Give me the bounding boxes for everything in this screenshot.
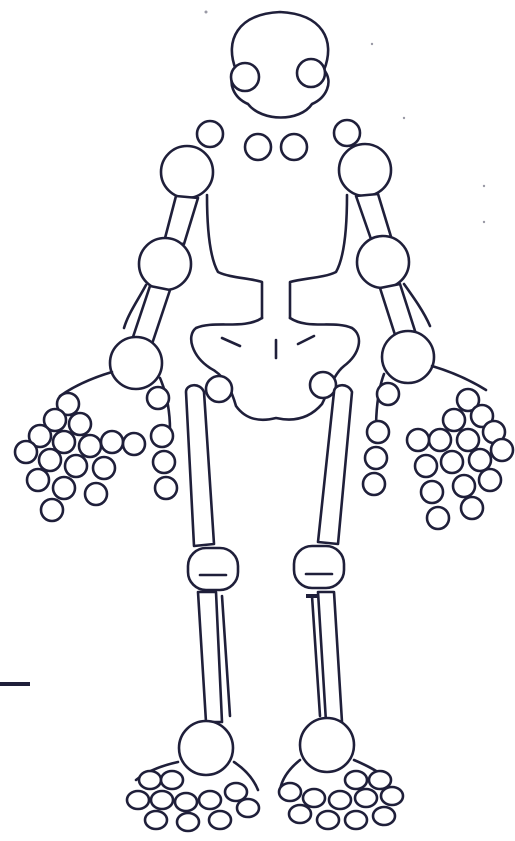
hand-joint: [123, 433, 145, 455]
hand-joint: [367, 421, 389, 443]
hand-joint: [27, 469, 49, 491]
humerus-left: [356, 194, 392, 242]
hand-joint: [93, 457, 115, 479]
shoulder-joint-right: [161, 146, 213, 198]
foot-joint: [289, 805, 311, 823]
shoulder-joint-left: [339, 144, 391, 196]
hand-joint: [421, 481, 443, 503]
hand-joint: [429, 429, 451, 451]
foot-joint: [345, 811, 367, 829]
wrist-joint-right: [110, 337, 162, 389]
hand-joint: [457, 429, 479, 451]
knee-joint-left: [294, 546, 344, 588]
hand-joint: [441, 451, 463, 473]
hand-joint: [407, 429, 429, 451]
sternoclavicular-joint-right: [245, 134, 271, 160]
fibula-right: [222, 596, 230, 716]
hand-joint: [41, 499, 63, 521]
scan-speck: [483, 221, 485, 223]
foot-joint: [225, 783, 247, 801]
elbow-joint-left: [357, 236, 409, 288]
scan-speck: [205, 11, 208, 14]
hand-joint: [15, 441, 37, 463]
forearm-right: [132, 286, 170, 344]
femur-left: [318, 385, 352, 544]
torso-right-outline: [207, 195, 262, 318]
hand-joint: [155, 477, 177, 499]
jaw-joint-right: [231, 63, 259, 91]
knee-joint-right: [188, 548, 238, 590]
left-hand-joints: [363, 383, 513, 529]
jaw-joint-left: [297, 59, 325, 87]
hand-joint: [153, 451, 175, 473]
foot-joint: [127, 791, 149, 809]
hand-joint: [39, 449, 61, 471]
pelvis-detail-right: [222, 338, 240, 346]
hand-joint: [101, 431, 123, 453]
sternoclavicular-joint-left: [281, 134, 307, 160]
humerus-right: [164, 196, 198, 244]
hand-joint: [365, 447, 387, 469]
hand-joint: [69, 413, 91, 435]
foot-joint: [199, 791, 221, 809]
hand-joint: [453, 475, 475, 497]
foot-joint: [355, 789, 377, 807]
foot-joint: [279, 783, 301, 801]
hand-joint: [79, 435, 101, 457]
hand-joint: [65, 455, 87, 477]
hand-joint: [415, 455, 437, 477]
head: [231, 12, 328, 118]
foot-joint: [161, 771, 183, 789]
ankle-joint-left: [300, 718, 354, 772]
foot-joint: [329, 791, 351, 809]
tibia-right: [198, 592, 222, 722]
hand-joint: [469, 449, 491, 471]
hand-joint: [461, 497, 483, 519]
clavicle-joints: [197, 120, 360, 160]
scan-speck: [371, 43, 373, 45]
wrist-joint-left: [382, 331, 434, 383]
hand-joint: [363, 473, 385, 495]
foot-joint: [317, 811, 339, 829]
pelvis-detail-left: [298, 336, 314, 344]
hip-joint-left: [310, 372, 336, 398]
femur-right: [186, 385, 214, 546]
torso-left-outline: [290, 195, 347, 318]
hand-joint: [147, 387, 169, 409]
foot-joint: [369, 771, 391, 789]
hand-joint: [151, 425, 173, 447]
hand-joint: [53, 477, 75, 499]
acromioclavicular-joint-left: [334, 120, 360, 146]
foot-joint: [151, 791, 173, 809]
hand-joint: [479, 469, 501, 491]
hip-joint-right: [206, 376, 232, 402]
left-leg: [294, 372, 354, 772]
foot-joint: [237, 799, 259, 817]
acromioclavicular-joint-right: [197, 121, 223, 147]
scan-speck: [483, 185, 485, 187]
tibia-left: [318, 592, 342, 722]
hand-joint: [491, 439, 513, 461]
hand-joint: [443, 409, 465, 431]
foot-joint: [381, 787, 403, 805]
hand-joint: [427, 507, 449, 529]
foot-joint: [145, 811, 167, 829]
right-hand-joints: [15, 387, 177, 521]
left-foot-joints: [279, 760, 403, 829]
foot-joint: [345, 771, 367, 789]
foot-joint: [303, 789, 325, 807]
hand-joint: [85, 483, 107, 505]
foot-joint: [209, 811, 231, 829]
foot-joint: [373, 807, 395, 825]
right-leg: [179, 376, 238, 775]
foot-joint: [175, 793, 197, 811]
foot-joint: [177, 813, 199, 831]
scan-speck: [403, 117, 405, 119]
left-arm: [339, 144, 486, 430]
ankle-joint-right: [179, 721, 233, 775]
hand-joint: [377, 383, 399, 405]
foot-joint: [139, 771, 161, 789]
elbow-joint-right: [139, 238, 191, 290]
